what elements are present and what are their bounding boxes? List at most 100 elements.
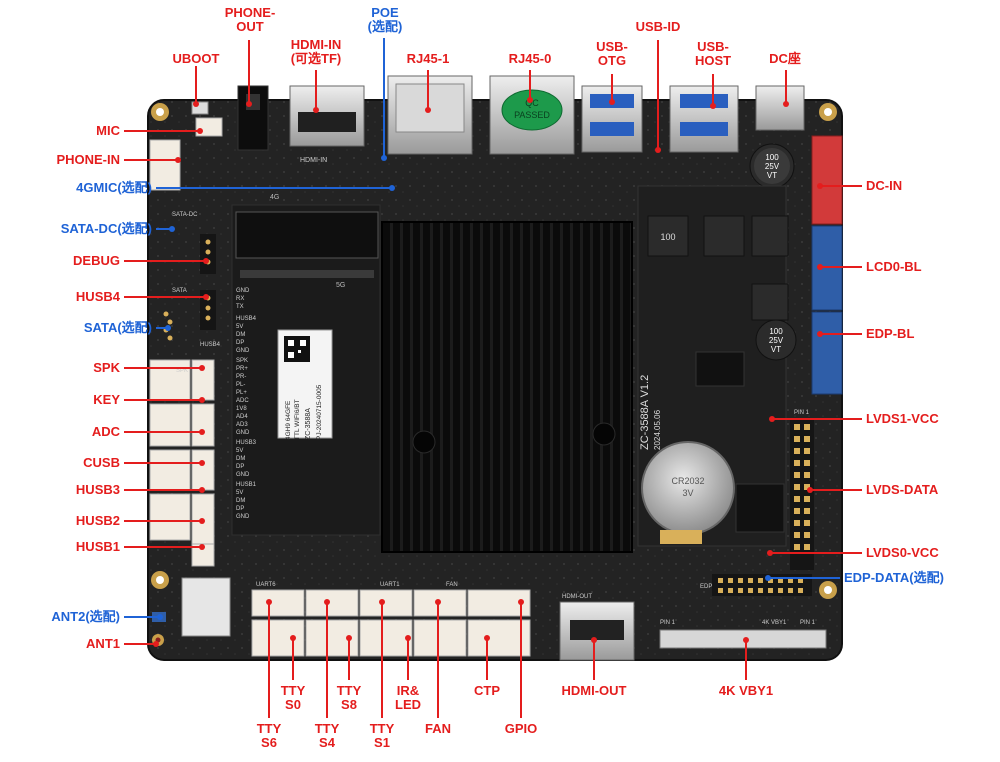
- silk-husb3-gnd: GND: [236, 472, 250, 478]
- sticker-line-1: 4GH9 64GFE: [285, 400, 292, 440]
- silk-husb1: HUSB1: [236, 482, 257, 488]
- cap-top-2: 25V: [765, 162, 780, 171]
- label-adc: ADC: [91, 424, 120, 439]
- label-dc-in: DC-IN: [866, 178, 903, 193]
- silk-edp: EDP: [700, 584, 712, 590]
- silk-spk: SPK: [236, 358, 248, 364]
- label-lvds1-vcc: LVDS1-VCC: [866, 411, 939, 426]
- heatsink: [381, 221, 633, 553]
- label-key: KEY: [93, 392, 120, 407]
- label-lvds0-vcc: LVDS0-VCC: [866, 545, 939, 560]
- silk-husb4-5v: 5V: [236, 324, 243, 330]
- label-edp-bl: EDP-BL: [866, 326, 915, 341]
- power-area: 100 100 25V VT CR2032 3V ZC-3588A V1.2 2…: [637, 185, 797, 547]
- silk-5g: 5G: [336, 282, 345, 289]
- silk-adc-ad3: AD3: [236, 422, 248, 428]
- product-sticker: 4GH9 64GFE TTL WIFI6/BT ZC-3588A PJ-2024…: [277, 329, 333, 440]
- label-tty-s1: TTY S1: [369, 721, 395, 750]
- leader-lines-red: [124, 40, 862, 718]
- label-rj45-0: RJ45-0: [508, 51, 552, 66]
- label-cusb: CUSB: [83, 455, 120, 470]
- top-connectors: HDMI-IN QC PASSED 100 25V VT: [149, 75, 805, 191]
- label-4gmic: 4GMIC(选配): [76, 180, 152, 195]
- silk-spk-pl2: PL+: [236, 390, 247, 396]
- silk-husb4-dp: DP: [236, 340, 244, 346]
- silk-adc-gnd: GND: [236, 430, 250, 436]
- silk-adc: ADC: [236, 398, 249, 404]
- wifi-module: [152, 577, 231, 646]
- label-uboot: UBOOT: [172, 51, 220, 66]
- label-edp-data: EDP-DATA(选配): [844, 570, 944, 585]
- label-usb-id: USB-ID: [635, 19, 681, 34]
- silk-husb3-dp: DP: [236, 464, 244, 470]
- label-husb2: HUSB2: [75, 513, 120, 528]
- left-headers: SATA-DC SATA HUSB4 SPK: [163, 212, 221, 374]
- label-sata: SATA(选配): [83, 320, 152, 335]
- passed-text: PASSED: [514, 110, 550, 120]
- label-ant2: ANT2(选配): [51, 609, 120, 624]
- hdmi-out-port: HDMI-OUT: [559, 594, 635, 661]
- label-usb-otg: USB- OTG: [596, 39, 628, 68]
- silk-sata-dc: SATA-DC: [172, 212, 198, 218]
- label-phone-out: PHONE- OUT: [224, 5, 276, 34]
- battery-text-2: 3V: [682, 488, 693, 498]
- silk-hdmi-in: HDMI-IN: [300, 157, 327, 164]
- label-ctp: CTP: [474, 683, 500, 698]
- silk-husb1-dp: DP: [236, 506, 244, 512]
- label-lcd0-bl: LCD0-BL: [866, 259, 922, 274]
- silk-4g: 4G: [270, 194, 279, 201]
- label-ir-led: IR& LED: [395, 683, 421, 712]
- silk-uart6: UART6: [256, 582, 276, 588]
- silk-vby1: 4K VBY1: [762, 620, 787, 626]
- silk-husb4: HUSB4: [236, 316, 257, 322]
- label-tty-s4: TTY S4: [314, 721, 340, 750]
- silk-spk-left: SPK: [176, 368, 188, 374]
- label-fan: FAN: [425, 721, 451, 736]
- cap-top-1: 100: [765, 153, 779, 162]
- silk-spk-pr1: PR+: [236, 366, 248, 372]
- silk-pin1-lvds: PIN 1: [794, 410, 810, 416]
- silk-debug: GND: [236, 288, 250, 294]
- silk-adc-1v8: 1V8: [236, 406, 247, 412]
- silk-debug-rx: RX: [236, 296, 244, 302]
- sticker-line-2: TTL WIFI6/BT: [294, 399, 301, 440]
- leader-lines-blue: [124, 38, 840, 618]
- silk-husb3: HUSB3: [236, 440, 257, 446]
- label-sata-dc: SATA-DC(选配): [60, 221, 152, 236]
- silk-husb4-left: HUSB4: [200, 342, 221, 348]
- silk-spk-pr2: PR-: [236, 374, 246, 380]
- silk-pin1-vby1-right: PIN 1: [800, 620, 816, 626]
- bottom-connectors: [251, 589, 531, 657]
- label-poe: POE (选配): [367, 5, 403, 34]
- label-tty-s0: TTY S0: [280, 683, 306, 712]
- silk-pin-labels: GND RX TX HUSB4 5V DM DP GND SPK PR+ PR-…: [236, 288, 257, 520]
- cap-mid-1: 100: [769, 327, 783, 336]
- label-rj45-1: RJ45-1: [406, 51, 450, 66]
- label-gpio: GPIO: [504, 721, 538, 736]
- label-4k-vby1: 4K VBY1: [718, 683, 774, 698]
- sticker-line-3: ZC-3588A: [305, 408, 312, 440]
- label-lvds-data: LVDS-DATA: [866, 482, 939, 497]
- cap-mid-3: VT: [771, 345, 781, 354]
- silk-spk-pl1: PL-: [236, 382, 245, 388]
- label-dc-seat: DC座: [769, 51, 801, 66]
- label-husb3: HUSB3: [75, 482, 120, 497]
- silk-uart1: UART1: [380, 582, 400, 588]
- label-tty-s8: TTY S8: [336, 683, 362, 712]
- battery-text-1: CR2032: [671, 476, 704, 486]
- vby1-port: [659, 629, 827, 649]
- label-tty-s6: TTY S6: [256, 721, 282, 750]
- silk-model: ZC-3588A V1.2: [639, 375, 651, 450]
- silk-husb1-5v: 5V: [236, 490, 243, 496]
- label-mic: MIC: [96, 123, 120, 138]
- silk-hdmi-out: HDMI-OUT: [562, 594, 592, 600]
- silk-husb3-dm: DM: [236, 456, 245, 462]
- sticker-line-4: PJ-20240715-0005: [316, 384, 323, 440]
- label-husb1: HUSB1: [75, 539, 120, 554]
- label-husb4: HUSB4: [75, 289, 120, 304]
- silk-date: 2024.05.06: [653, 409, 662, 450]
- silk-husb3-5v: 5V: [236, 448, 243, 454]
- cap-mid-2: 25V: [769, 336, 784, 345]
- silk-pin1-vby1-left: PIN 1: [660, 620, 676, 626]
